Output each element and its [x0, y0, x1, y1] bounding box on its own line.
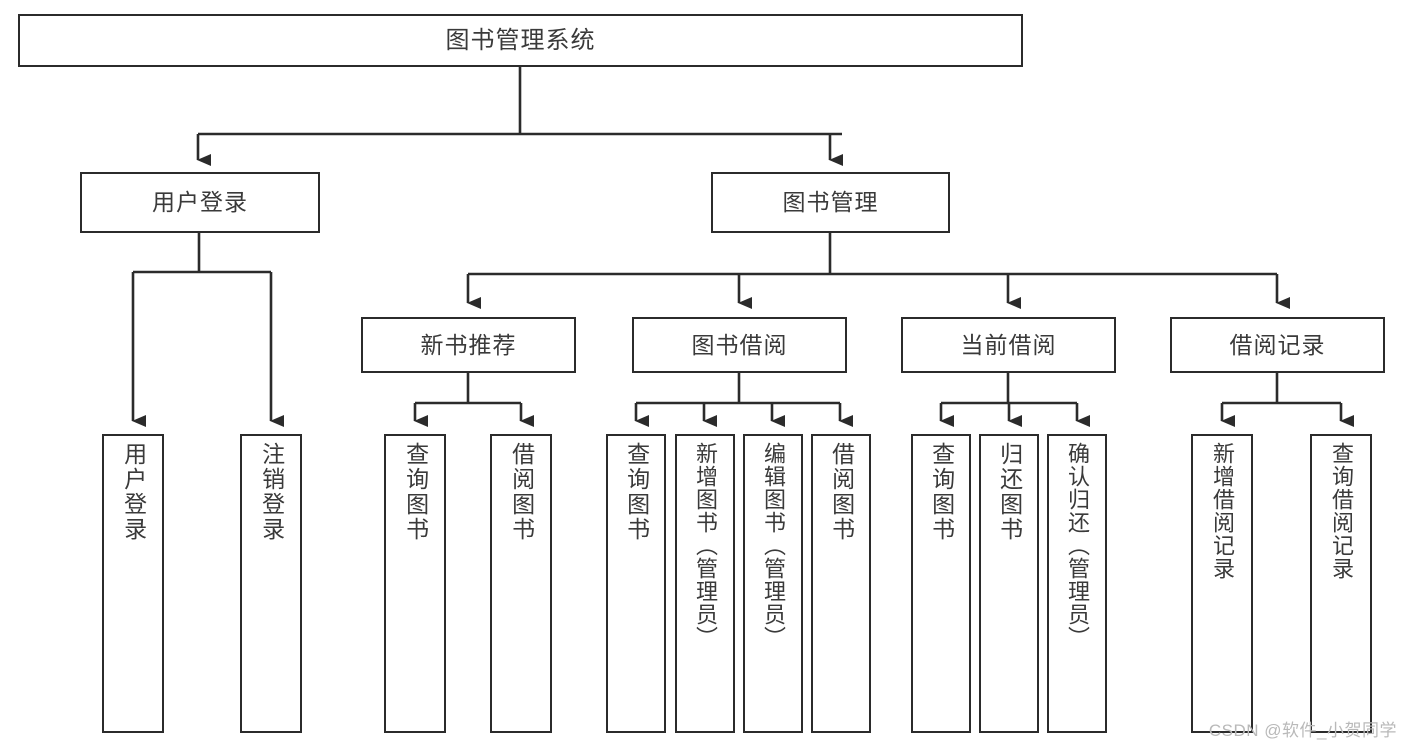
node-label: 查询图书 — [623, 442, 650, 542]
node-leaf-edit-book[interactable]: 编辑图书（管理员） — [743, 434, 803, 733]
node-leaf-query-record[interactable]: 查询借阅记录 — [1310, 434, 1372, 733]
node-label: 编辑图书（管理员） — [760, 442, 786, 649]
node-label: 借阅图书 — [828, 442, 855, 542]
node-label: 借阅记录 — [1229, 331, 1326, 358]
node-leaf-borrow-book-1[interactable]: 借阅图书 — [490, 434, 552, 733]
node-user-login[interactable]: 用户登录 — [80, 172, 320, 233]
node-label: 图书管理系统 — [445, 26, 596, 54]
node-leaf-return-book[interactable]: 归还图书 — [979, 434, 1039, 733]
node-new-book-recommend[interactable]: 新书推荐 — [361, 317, 576, 373]
node-leaf-user-login[interactable]: 用户登录 — [102, 434, 164, 733]
node-leaf-query-book-3[interactable]: 查询图书 — [911, 434, 971, 733]
node-label: 用户登录 — [120, 442, 147, 542]
node-leaf-query-book-2[interactable]: 查询图书 — [606, 434, 666, 733]
node-leaf-query-book-1[interactable]: 查询图书 — [384, 434, 446, 733]
node-label: 新增图书（管理员） — [692, 442, 718, 649]
node-current-borrow[interactable]: 当前借阅 — [901, 317, 1116, 373]
node-leaf-borrow-book-2[interactable]: 借阅图书 — [811, 434, 871, 733]
node-label: 图书借阅 — [691, 331, 788, 358]
node-label: 归还图书 — [996, 442, 1023, 542]
node-label: 注销登录 — [258, 442, 285, 542]
node-label: 确认归还（管理员） — [1064, 442, 1090, 649]
node-label: 借阅图书 — [508, 442, 535, 542]
node-leaf-add-record[interactable]: 新增借阅记录 — [1191, 434, 1253, 733]
node-book-borrow[interactable]: 图书借阅 — [632, 317, 847, 373]
node-label: 当前借阅 — [960, 331, 1057, 358]
node-label: 图书管理 — [782, 189, 879, 216]
node-book-management[interactable]: 图书管理 — [711, 172, 950, 233]
node-label: 查询借阅记录 — [1328, 442, 1354, 580]
node-label: 用户登录 — [152, 189, 248, 216]
node-book-management-system[interactable]: 图书管理系统 — [18, 14, 1023, 67]
node-label: 新增借阅记录 — [1209, 442, 1235, 580]
node-label: 查询图书 — [928, 442, 955, 542]
node-leaf-logout-login[interactable]: 注销登录 — [240, 434, 302, 733]
csdn-watermark: CSDN @软件_小贺同学 — [1208, 721, 1397, 740]
node-label: 查询图书 — [402, 442, 429, 542]
node-leaf-confirm-return[interactable]: 确认归还（管理员） — [1047, 434, 1107, 733]
node-label: 新书推荐 — [420, 331, 517, 358]
node-leaf-add-book[interactable]: 新增图书（管理员） — [675, 434, 735, 733]
node-borrow-record[interactable]: 借阅记录 — [1170, 317, 1385, 373]
